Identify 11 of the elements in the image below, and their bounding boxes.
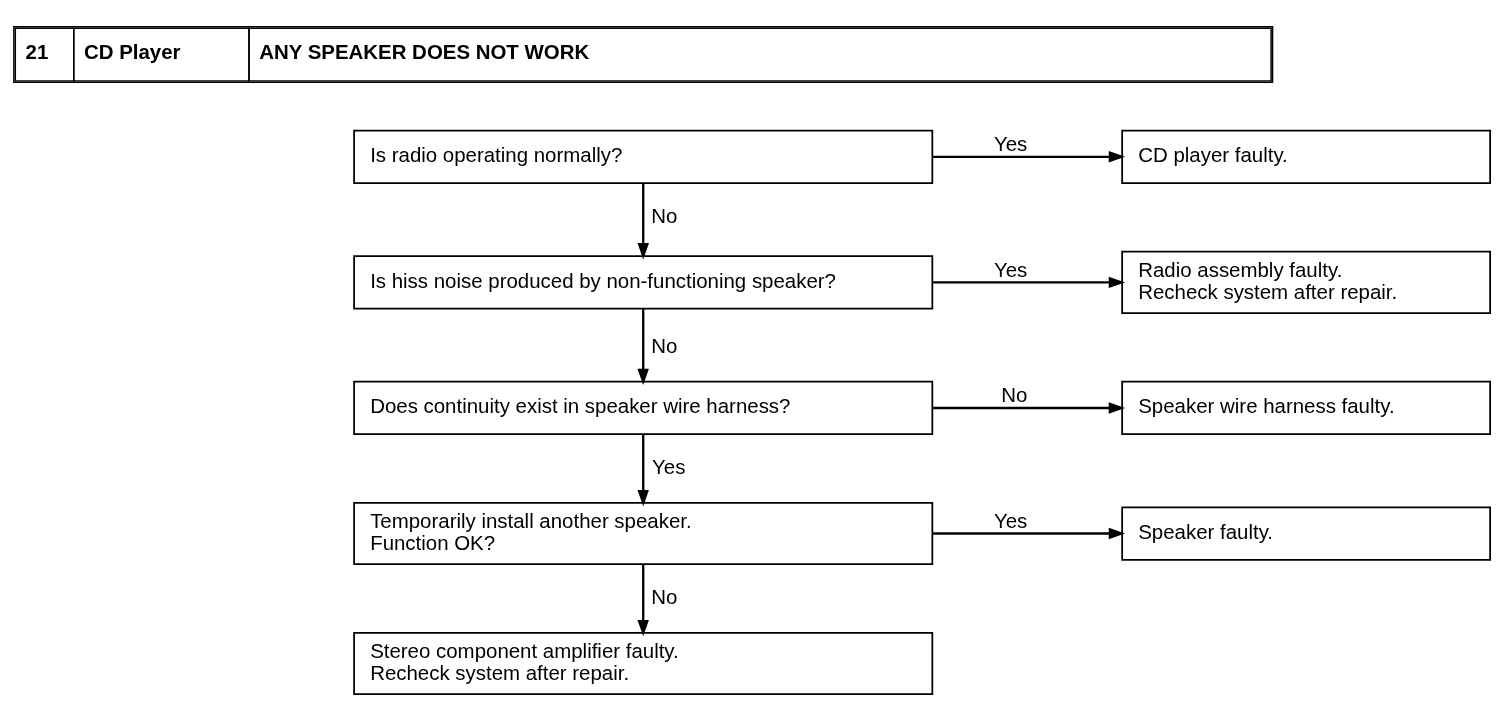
edge-label: Yes <box>652 454 686 478</box>
label: 21 <box>25 39 49 63</box>
edge-label: No <box>651 584 678 608</box>
edge-label: Yes <box>993 257 1028 281</box>
edge-label: Yes <box>993 131 1028 155</box>
label: ANY SPEAKER DOES NOT WORK <box>259 39 590 63</box>
label: CD Player <box>83 39 181 63</box>
edge-label: No <box>651 333 678 357</box>
edge-label: No <box>1001 382 1028 406</box>
edge-label: No <box>651 203 678 227</box>
edge-label: Yes <box>993 508 1028 532</box>
